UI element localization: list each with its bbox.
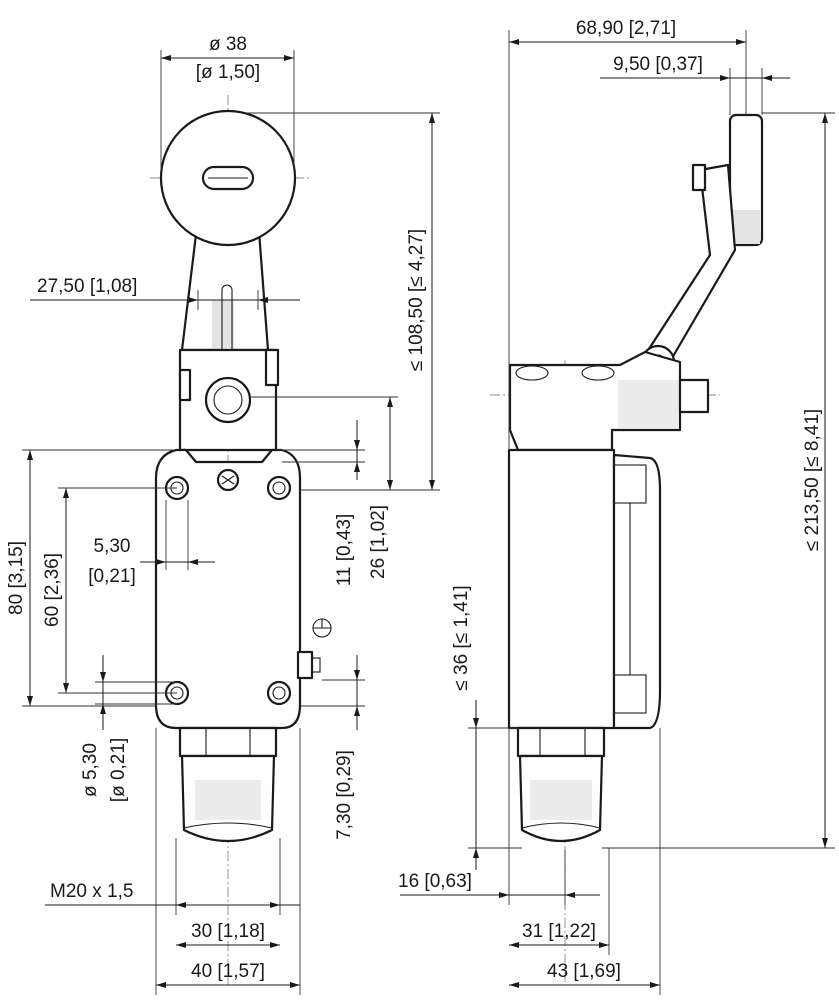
label-total-height: ≤ 213,50 [≤ 8,41] xyxy=(802,409,823,551)
front-view xyxy=(150,95,332,985)
label-hole-spacing-h-in: [0,21] xyxy=(88,566,136,587)
label-depth-31: 31 [1,22] xyxy=(522,921,596,942)
side-view xyxy=(490,113,764,985)
label-width-40: 40 [1,57] xyxy=(191,961,265,982)
cable-gland-nut xyxy=(178,726,278,758)
label-lever-offset: 27,50 [1,08] xyxy=(37,276,137,297)
mounting-hole-tr xyxy=(266,475,292,501)
mounting-hole-br xyxy=(266,680,292,706)
body-side xyxy=(507,448,616,730)
switch-body xyxy=(154,448,302,730)
label-gland-height: ≤ 36 [≤ 1,41] xyxy=(451,585,472,690)
label-width-30: 30 [1,18] xyxy=(191,921,265,942)
ground-terminal xyxy=(296,650,314,680)
label-dim-26: 26 [1,02] xyxy=(368,505,389,579)
cover-side xyxy=(612,453,662,730)
label-lever-height: ≤ 108,50 [≤ 4,27] xyxy=(406,229,427,371)
label-roller-width: 9,50 [0,37] xyxy=(613,54,703,75)
label-thread: M20 x 1,5 xyxy=(50,881,133,902)
dimension-lines xyxy=(22,30,835,995)
label-side-overall: 68,90 [2,71] xyxy=(576,18,676,39)
gland-nut-side xyxy=(516,726,606,758)
label-body-height: 80 [3,15] xyxy=(6,541,27,615)
label-dim-730: 7,30 [0,29] xyxy=(334,750,355,840)
dimension-labels: ø 38 [ø 1,50] 27,50 [1,08] ≤ 108,50 [≤ 4… xyxy=(6,18,823,982)
label-roller-diameter-in: [ø 1,50] xyxy=(196,62,260,83)
label-roller-diameter: ø 38 xyxy=(209,34,247,55)
label-hole-dia-in: [ø 0,21] xyxy=(108,738,129,802)
label-dim-16: 16 [0,63] xyxy=(398,871,472,892)
label-depth-43: 43 [1,69] xyxy=(547,961,621,982)
label-hole-dia: ø 5,30 xyxy=(80,743,101,797)
label-hole-pitch-v: 60 [2,36] xyxy=(42,553,63,627)
label-hole-spacing-h: 5,30 xyxy=(94,536,131,557)
lever-side xyxy=(643,163,737,367)
label-dim-11: 11 [0,43] xyxy=(334,514,355,587)
